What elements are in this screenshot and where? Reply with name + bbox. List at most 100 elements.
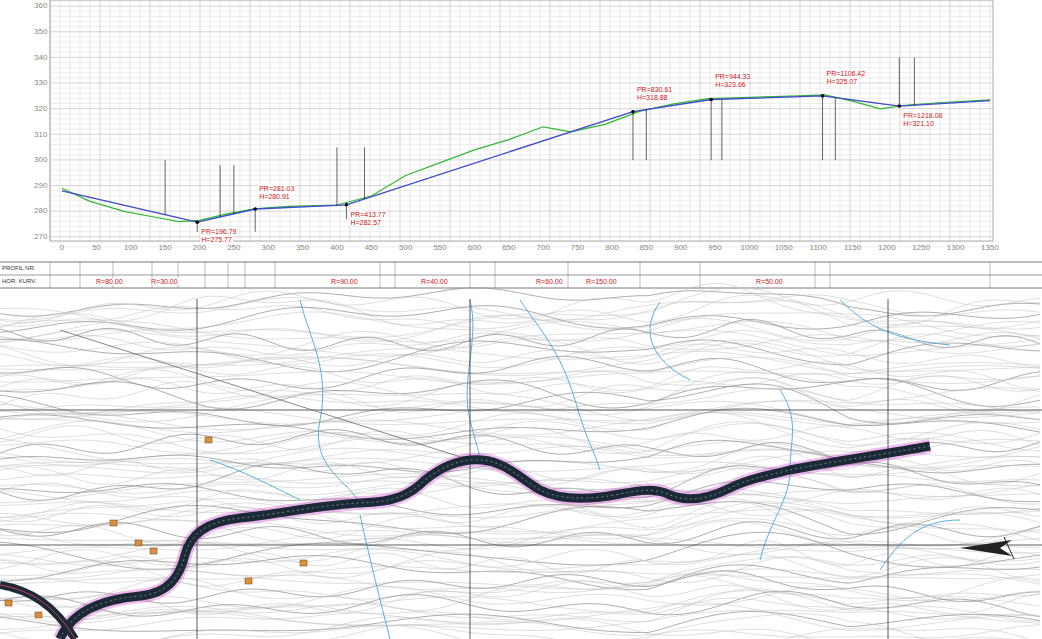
stream <box>360 515 390 639</box>
grid-line <box>390 0 391 241</box>
grid-line <box>650 0 651 241</box>
grid-line <box>730 0 731 241</box>
contour-line <box>0 503 1040 524</box>
axis-elevation: 350 <box>34 28 47 36</box>
row-header: HOR. KURV. <box>2 278 36 284</box>
axis-chainage: 100 <box>124 244 137 252</box>
curve-marker <box>632 112 633 160</box>
axis-chainage: 1050 <box>775 244 793 252</box>
contour-line <box>0 506 1040 549</box>
axis-elevation: 360 <box>34 2 47 10</box>
curve-radius: R=150.00 <box>585 278 618 285</box>
grid-line <box>50 129 993 130</box>
axis-chainage: 550 <box>433 244 446 252</box>
curve-marker <box>899 58 900 106</box>
elevation-label: H=275.77 <box>200 236 233 243</box>
contour-line <box>0 313 1040 342</box>
grid-line <box>50 42 993 43</box>
table-tick <box>50 262 51 288</box>
contour-line <box>0 556 1040 590</box>
north-arrow <box>1004 537 1014 559</box>
terrain-line <box>62 95 990 222</box>
curve-marker <box>646 110 647 160</box>
grid-line <box>50 47 993 48</box>
boundary-line <box>60 330 470 460</box>
grade-overlay <box>62 96 990 222</box>
grid-line <box>580 0 581 241</box>
grid-line <box>50 124 993 125</box>
grid-line <box>410 0 411 241</box>
grid-line <box>850 0 851 241</box>
grid-line <box>890 0 891 241</box>
grid-line <box>150 0 151 241</box>
contour-line <box>0 543 1040 570</box>
axis-chainage: 700 <box>537 244 550 252</box>
table-line <box>0 275 1042 276</box>
contour-line <box>0 521 1040 566</box>
grid-line <box>50 108 993 109</box>
axis-chainage: 900 <box>674 244 687 252</box>
grid-line <box>50 200 993 201</box>
grid-line <box>240 0 241 241</box>
axis-elevation: 280 <box>34 207 47 215</box>
grid-line <box>50 93 993 94</box>
grid-line <box>740 0 741 241</box>
grid-line <box>670 0 671 241</box>
grid-line <box>260 0 261 241</box>
table-tick <box>245 262 246 288</box>
grid-line <box>680 0 681 241</box>
grid-line <box>50 170 993 171</box>
building <box>35 612 42 618</box>
axis-elevation: 290 <box>34 182 47 190</box>
contour-line <box>0 598 1040 620</box>
contour-line <box>0 610 1040 630</box>
axis-chainage: 750 <box>571 244 584 252</box>
building <box>245 578 252 584</box>
grid-line <box>50 118 993 119</box>
grid-line <box>210 0 211 241</box>
elevation-label: H=280.91 <box>258 193 291 200</box>
stream <box>520 300 600 470</box>
contour-line <box>0 291 1040 323</box>
grid-line <box>880 0 881 241</box>
grid-line <box>900 0 901 241</box>
stream <box>300 300 360 505</box>
grid-line <box>370 0 371 241</box>
grid-frame <box>50 0 993 241</box>
curve-marker <box>711 99 712 160</box>
road-grade-line <box>62 96 990 222</box>
station-label: PR=1106.42 <box>826 70 867 77</box>
grid-line <box>50 165 993 166</box>
grid-line <box>870 0 871 241</box>
axis-chainage: 0 <box>60 244 64 252</box>
contour-line <box>0 401 1040 424</box>
contour-line <box>0 384 1040 426</box>
axis-chainage: 650 <box>502 244 515 252</box>
profile-ground <box>50 0 993 241</box>
station-label: PR=196.79 <box>200 228 237 235</box>
axis-elevation: 340 <box>34 54 47 62</box>
grid-line <box>840 0 841 241</box>
grid-line <box>110 0 111 241</box>
grid-line <box>50 98 993 99</box>
axis-chainage: 250 <box>227 244 240 252</box>
axis-chainage: 1000 <box>741 244 759 252</box>
grid-line <box>640 0 641 241</box>
axis-chainage: 1300 <box>947 244 965 252</box>
grid-line <box>710 0 711 241</box>
contour-line <box>0 488 1040 517</box>
grid-line <box>140 0 141 241</box>
grid-line <box>280 0 281 241</box>
grid-line <box>400 0 401 241</box>
contour-line <box>0 421 1040 445</box>
grid-line <box>470 0 471 241</box>
grid-line <box>60 0 61 241</box>
grid-line <box>50 154 993 155</box>
curve-marker <box>835 98 836 161</box>
north-arrow <box>960 540 1012 556</box>
grid-line <box>50 149 993 150</box>
axis-chainage: 600 <box>468 244 481 252</box>
grid-line <box>50 231 993 232</box>
grid-line <box>940 0 941 241</box>
